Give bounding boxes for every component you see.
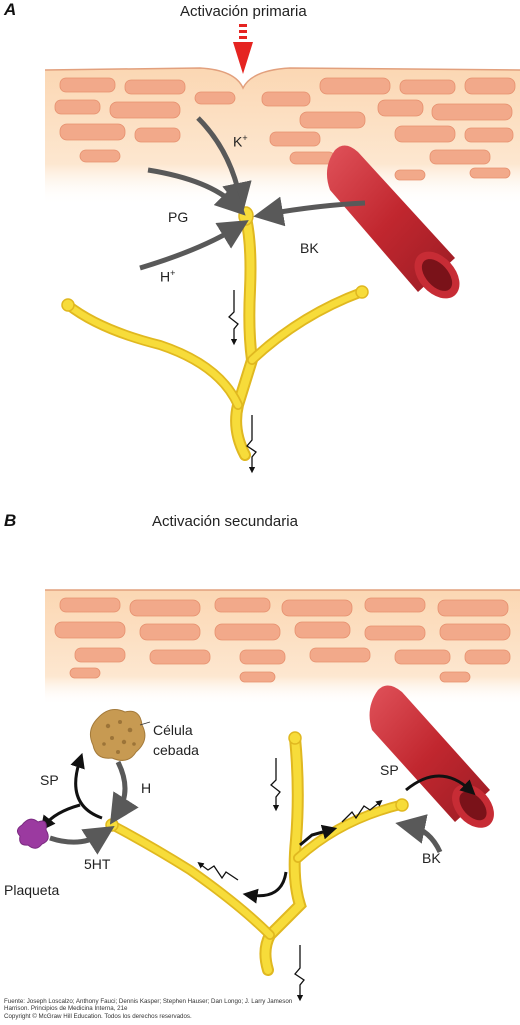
label-5ht: 5HT	[84, 856, 111, 872]
action-potential-a	[228, 290, 257, 474]
skin-layer-b	[45, 589, 520, 705]
label-h-sup: +	[170, 268, 176, 278]
label-celula-line1: Célula	[153, 722, 193, 738]
label-h: H+	[160, 268, 175, 285]
label-plaqueta: Plaqueta	[4, 882, 60, 898]
credit-line-2: Harrison. Principios de Medicina Interna…	[4, 1005, 128, 1013]
label-h-text: H	[160, 268, 171, 285]
source-credit: Fuente: Joseph Loscalzo; Anthony Fauci; …	[4, 998, 364, 1020]
panel-b	[16, 589, 520, 1002]
credit-line-1: Fuente: Joseph Loscalzo; Anthony Fauci; …	[4, 998, 293, 1005]
label-celula-line2: cebada	[153, 742, 199, 758]
action-potential-b	[197, 758, 383, 1002]
label-h-b: H	[141, 780, 152, 796]
panel-b-letter: B	[4, 511, 17, 530]
panel-a-letter: A	[4, 0, 17, 19]
label-k: K+	[233, 133, 248, 150]
skin-layer-a	[44, 67, 520, 205]
blood-vessel-b	[369, 685, 494, 828]
label-sp-right: SP	[380, 762, 399, 778]
nerve-fiber-a	[61, 206, 369, 461]
label-sp-left: SP	[40, 772, 59, 788]
antidromic-arrows-b	[40, 752, 476, 904]
panel-b-title: Activación secundaria	[152, 513, 298, 530]
mast-cell	[89, 709, 151, 761]
stimulus-arrow	[233, 24, 253, 74]
label-bk-b: BK	[422, 850, 441, 866]
label-k-text: K	[233, 133, 243, 150]
mediator-arrows-a	[139, 116, 366, 271]
platelet	[16, 818, 49, 849]
label-bk-a: BK	[300, 240, 319, 256]
nerve-fiber-b	[105, 731, 409, 976]
blood-vessel-a	[326, 145, 460, 299]
credit-line-3: Copyright © McGraw Hill Education. Todos…	[4, 1012, 192, 1020]
label-pg: PG	[168, 209, 189, 225]
mediator-arrows-b	[49, 760, 443, 855]
panel-a	[44, 24, 520, 474]
label-k-sup: +	[242, 133, 248, 143]
panel-a-title: Activación primaria	[180, 3, 307, 20]
